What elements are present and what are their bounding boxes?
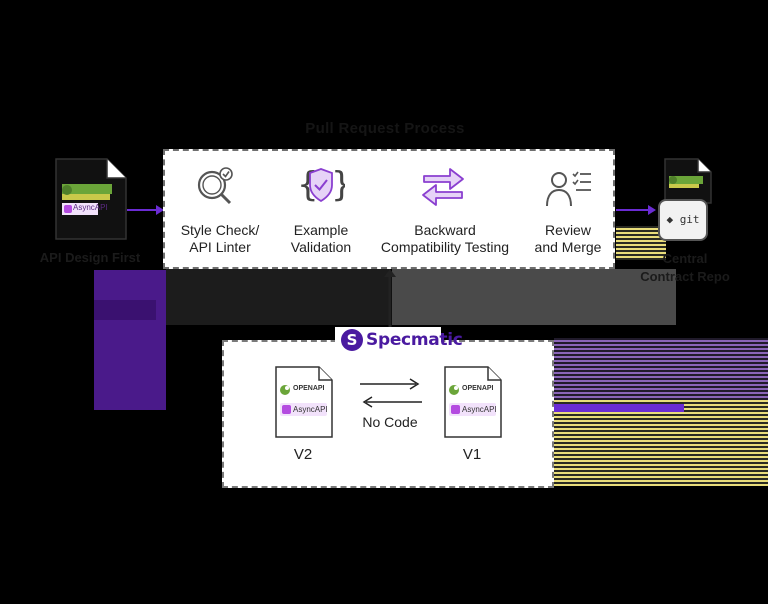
v2-spec-document-icon: [275, 366, 333, 438]
no-code-label: No Code: [362, 414, 418, 430]
magnifier-icon: [197, 167, 233, 205]
central-contract-repo-label: Central Contract Repo: [620, 250, 750, 286]
pull-request-box: [163, 149, 615, 269]
shield-check-icon: { }: [297, 165, 345, 205]
step-review-merge-label: Review and Merge: [524, 222, 612, 256]
left-purple-band: [94, 270, 166, 410]
step-label-line: Backward: [414, 222, 476, 238]
right-yellow-stripes-lower: [554, 400, 768, 486]
step-label-line: and Merge: [534, 239, 602, 255]
left-doc-async-badge: AsyncAPI: [73, 203, 108, 212]
git-badge: ◆ git: [658, 199, 708, 241]
compare-arrows-icon: [360, 378, 422, 408]
git-label: git: [679, 213, 700, 226]
v1-async-badge: AsyncAPI: [462, 405, 497, 414]
step-label-line: Example: [293, 222, 349, 238]
step-label-line: Validation: [290, 239, 352, 255]
v1-spec-document-icon: [444, 366, 502, 438]
step-example-validation-label: Example Validation: [276, 222, 366, 256]
api-design-first-label: API Design First: [39, 250, 141, 265]
v1-openapi-badge: OPENAPI: [462, 385, 494, 392]
step-label-line: Review: [545, 222, 591, 238]
repo-label-line: Central: [662, 251, 708, 266]
contract-repo-document-icon: [664, 158, 712, 204]
reviewer-checklist-icon: [546, 171, 591, 207]
step-label-line: Style Check/: [180, 222, 260, 238]
v2-openapi-badge: OPENAPI: [293, 385, 325, 392]
specmatic-logo-icon: S: [341, 329, 363, 351]
svg-text:}: }: [331, 165, 345, 205]
right-mauve-stripes: [554, 338, 768, 400]
v2-label: V2: [293, 446, 313, 463]
repo-label-line: Contract Repo: [640, 269, 730, 284]
v1-label: V1: [462, 446, 482, 463]
step-label-line: API Linter: [189, 239, 251, 255]
svg-text:S: S: [347, 331, 358, 349]
pull-request-title: Pull Request Process: [305, 120, 465, 137]
specmatic-brand: Specmatic: [366, 330, 463, 350]
step-backward-compat-label: Backward Compatibility Testing: [370, 222, 520, 256]
right-yellow-stripes: [616, 226, 666, 260]
connector-band: [166, 269, 390, 325]
step-label-line: Compatibility Testing: [380, 239, 510, 255]
swap-arrows-icon: [422, 168, 464, 206]
step-style-check-label: Style Check/ API Linter: [172, 222, 268, 256]
connector-band-right: [392, 269, 676, 325]
v2-async-badge: AsyncAPI: [293, 405, 328, 414]
api-design-document-icon: [55, 158, 127, 240]
git-icon: ◆: [666, 213, 674, 226]
